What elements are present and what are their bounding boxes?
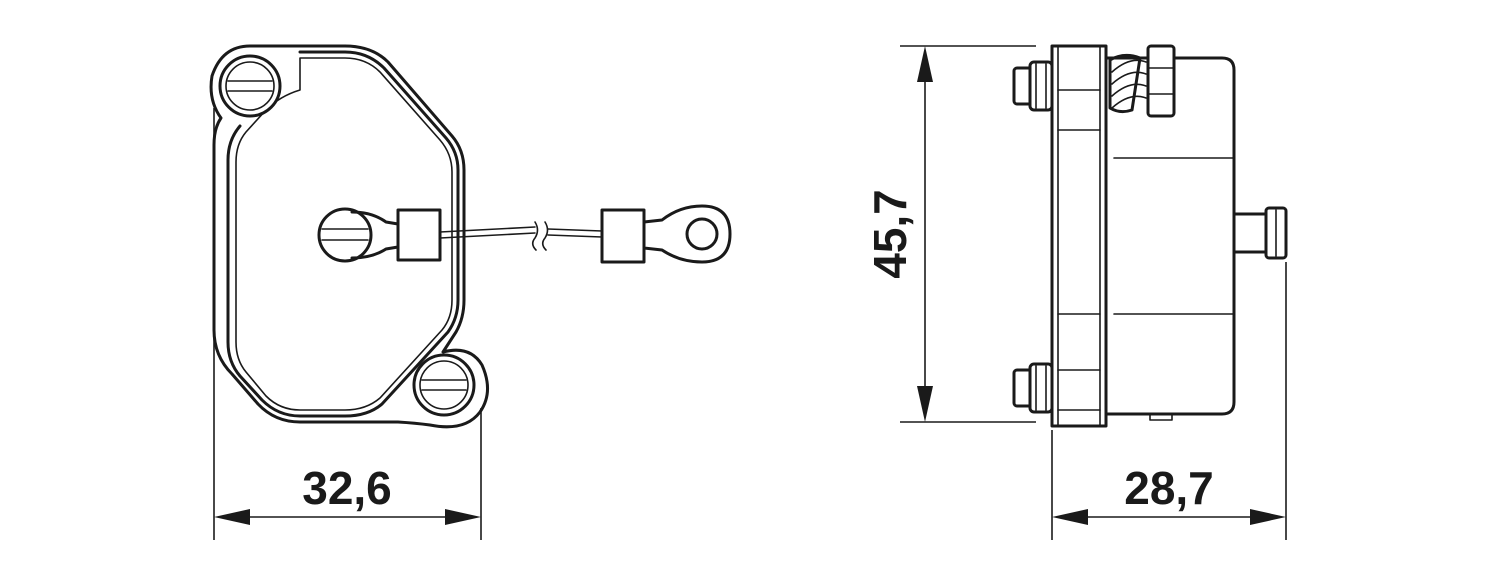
wire-break-left xyxy=(531,221,539,251)
wire-continued xyxy=(547,228,603,238)
side-view xyxy=(1012,44,1288,428)
crimp-sleeve-inner xyxy=(396,208,442,262)
inner-body-contour xyxy=(226,50,460,418)
side-stud xyxy=(1232,206,1288,260)
mounting-screw-bottom-right xyxy=(412,353,476,417)
dimension-height-label: 45,7 xyxy=(864,189,916,279)
dimension-depth-label: 28,7 xyxy=(1124,462,1214,514)
inner-body xyxy=(235,57,453,411)
dimension-height: 45,7 xyxy=(864,45,1036,423)
stud-top xyxy=(1012,60,1054,112)
ring-terminal-hole xyxy=(685,217,719,251)
side-body xyxy=(1103,56,1236,416)
center-terminal-screw xyxy=(317,207,373,263)
spring-terminal xyxy=(1108,44,1176,118)
dimension-width: 32,6 xyxy=(213,108,482,540)
wire-break-right xyxy=(541,221,549,251)
wire xyxy=(439,226,536,239)
side-front-plate xyxy=(1050,44,1108,428)
crimp-sleeve-outer xyxy=(600,208,646,264)
mounting-screw-top-left xyxy=(218,54,282,118)
front-view xyxy=(209,44,732,429)
stud-bottom xyxy=(1012,362,1054,414)
dimension-depth: 28,7 xyxy=(1051,262,1287,540)
dimension-width-label: 32,6 xyxy=(302,462,392,514)
